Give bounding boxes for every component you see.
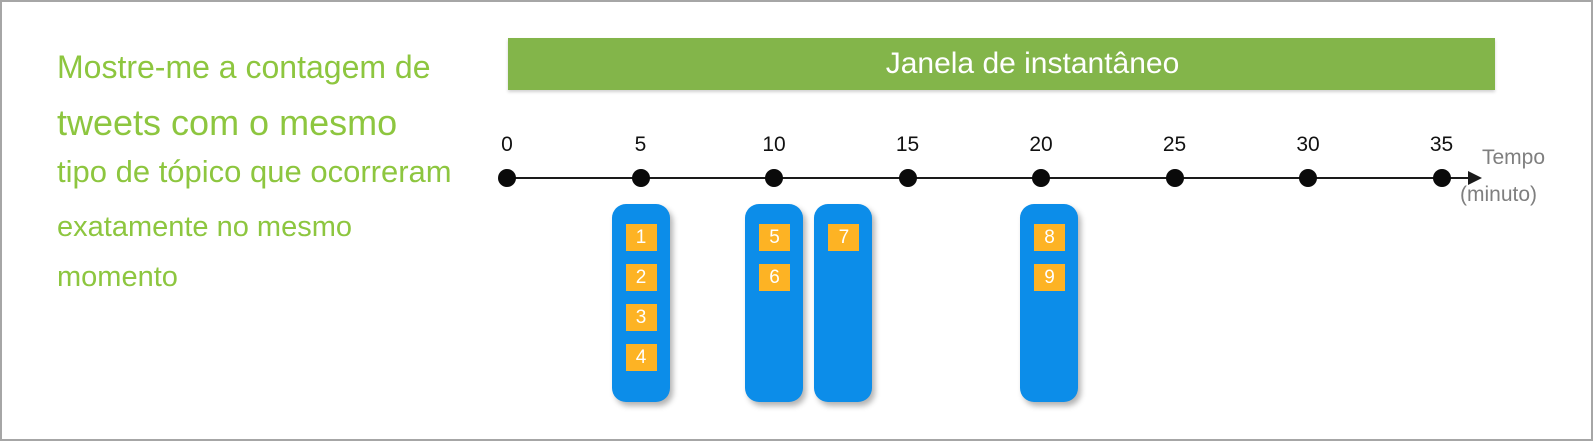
tick-label-25: 25 xyxy=(1162,133,1187,156)
tick-label-20: 20 xyxy=(1029,133,1053,156)
event-badge-9: 9 xyxy=(1034,264,1065,291)
tick-dot-15 xyxy=(898,169,917,187)
tick-dot-10 xyxy=(765,169,783,187)
snapshot-window-banner: Janela de instantâneo xyxy=(508,38,1495,90)
event-badge-6: 6 xyxy=(759,264,790,291)
tick-dot-20 xyxy=(1032,169,1050,187)
question-line: Mostre-me a contagem de xyxy=(57,49,431,85)
question-line: exatamente no mesmo xyxy=(57,211,352,243)
event-badge-2: 2 xyxy=(625,264,657,291)
tick-dot-5 xyxy=(631,169,650,187)
event-badge-1: 1 xyxy=(625,224,657,251)
tick-label-35: 35 xyxy=(1429,133,1454,156)
tick-label-0: 0 xyxy=(501,133,513,156)
question-line: tweets com o mesmo xyxy=(57,102,398,143)
tick-label-15: 15 xyxy=(895,133,920,156)
question-line: momento xyxy=(57,261,178,293)
tick-label-10: 10 xyxy=(762,133,786,156)
event-badge-5: 5 xyxy=(759,224,790,251)
timeline-arrow-icon xyxy=(1468,171,1482,185)
timeline-axis-line xyxy=(507,177,1469,179)
event-badge-8: 8 xyxy=(1034,224,1065,251)
event-badge-7: 7 xyxy=(828,224,860,251)
tick-label-5: 5 xyxy=(634,133,647,156)
axis-label-tempo: Tempo xyxy=(1482,146,1546,169)
tick-dot-0 xyxy=(498,169,516,187)
banner-label: Janela de instantâneo xyxy=(885,47,1180,80)
event-badge-4: 4 xyxy=(625,344,657,371)
event-badge-3: 3 xyxy=(625,304,657,331)
snapshot-window-3: 7 xyxy=(814,204,873,402)
tick-dot-30 xyxy=(1299,169,1317,187)
tick-dot-35 xyxy=(1432,169,1451,187)
question-line: tipo de tópico que ocorreram xyxy=(57,154,452,189)
axis-label-minuto: (minuto) xyxy=(1460,183,1538,206)
tick-dot-25 xyxy=(1165,169,1184,187)
tick-label-30: 30 xyxy=(1296,133,1320,156)
snapshot-window-1: 1 2 3 4 xyxy=(611,204,670,402)
